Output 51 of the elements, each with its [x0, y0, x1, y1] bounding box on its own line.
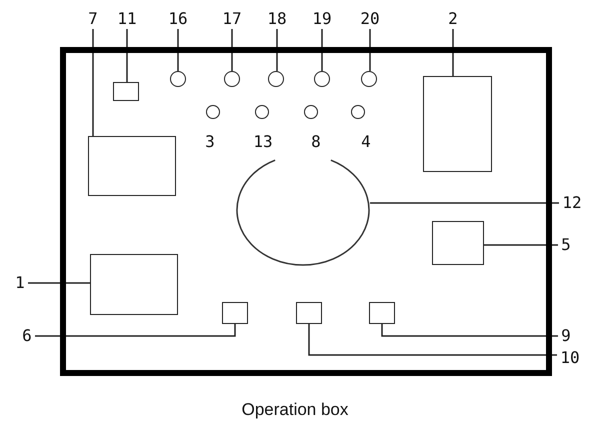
leader-line: [28, 282, 90, 284]
component-box: [113, 82, 139, 101]
callout-number: 8: [311, 133, 321, 151]
component-box: [88, 136, 176, 196]
callout-number: 2: [448, 10, 458, 28]
callout-number: 16: [168, 10, 188, 28]
callout-number: 13: [253, 133, 273, 151]
component-box: [432, 221, 484, 265]
component-box: [369, 302, 395, 324]
callout-number: 10: [560, 349, 580, 367]
leader-line: [177, 29, 179, 71]
callout-number: 18: [267, 10, 287, 28]
leader-line: [92, 29, 94, 136]
indicator-circle: [314, 71, 330, 87]
component-box: [222, 302, 248, 324]
callout-number: 6: [22, 327, 32, 345]
leader-line: [370, 202, 559, 204]
callout-number: 1: [15, 274, 25, 292]
leader-line: [276, 29, 278, 71]
callout-number: 4: [361, 133, 371, 151]
component-box: [296, 302, 322, 324]
indicator-circle: [224, 71, 240, 87]
callout-number: 9: [561, 327, 571, 345]
callout-number: 20: [360, 10, 380, 28]
indicator-circle: [170, 71, 186, 87]
callout-number: 17: [222, 10, 242, 28]
indicator-circle: [206, 105, 220, 119]
callout-number: 7: [88, 10, 98, 28]
indicator-circle: [351, 105, 365, 119]
leader-line: [126, 29, 128, 82]
callout-number: 12: [562, 194, 582, 212]
indicator-circle: [304, 105, 318, 119]
callout-number: 5: [561, 236, 571, 254]
component-box: [423, 76, 492, 172]
callout-number: 11: [117, 10, 137, 28]
component-box: [90, 254, 178, 315]
leader-line: [231, 29, 233, 71]
leader-line: [321, 29, 323, 71]
indicator-circle: [255, 105, 269, 119]
leader-line: [35, 324, 236, 337]
callout-number: 19: [312, 10, 332, 28]
leader-line: [452, 29, 454, 76]
callout-number: 3: [205, 133, 215, 151]
operation-panel: [60, 47, 552, 376]
caption: Operation box: [242, 401, 348, 419]
leader-line: [308, 324, 557, 356]
indicator-circle: [268, 71, 284, 87]
leader-line: [369, 29, 371, 71]
leader-line: [381, 324, 558, 337]
indicator-circle: [361, 71, 377, 87]
leader-line: [484, 244, 558, 246]
